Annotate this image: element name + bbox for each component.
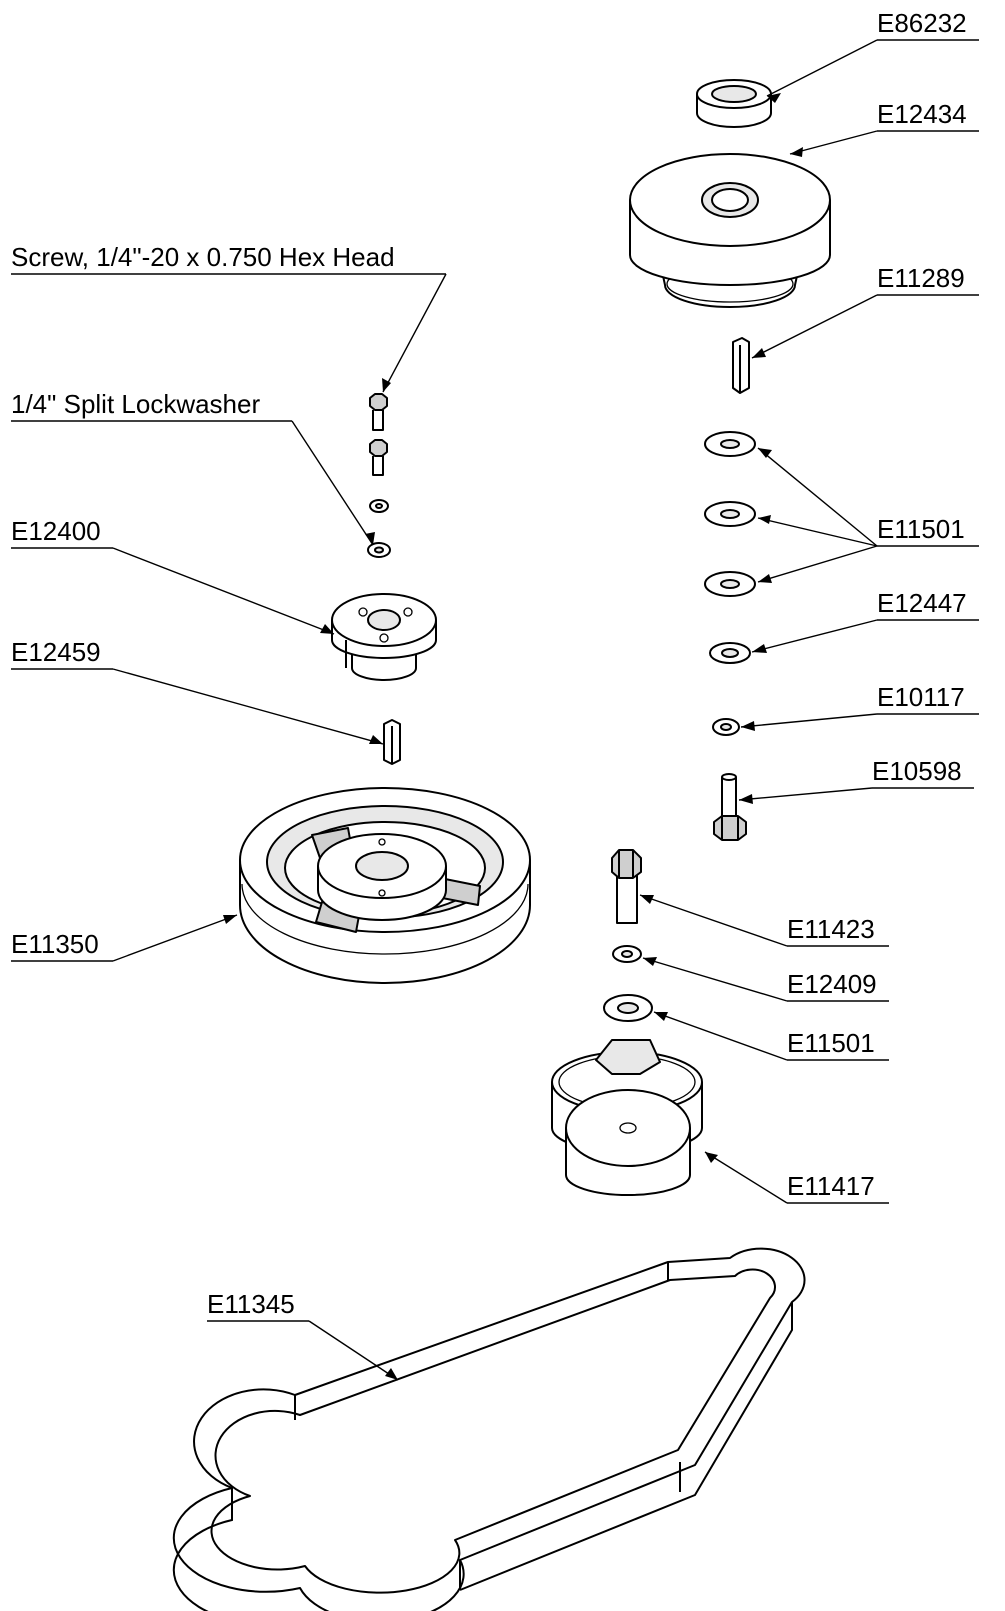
part-e12400-bushing	[331, 593, 437, 681]
label-e11501-a: E11501	[877, 514, 965, 544]
callout-e11417: E11417	[704, 1151, 889, 1204]
callout-e12447: E12447	[751, 588, 979, 653]
label-e11350: E11350	[11, 929, 99, 959]
part-e11289-key	[732, 337, 750, 394]
callout-e11345: E11345	[207, 1289, 399, 1381]
part-e12434-pulley	[629, 153, 831, 308]
part-e11345-belt	[172, 1247, 806, 1611]
part-e11501-washer-4	[603, 994, 653, 1022]
label-e12447: E12447	[877, 588, 967, 618]
part-screw-1	[369, 393, 388, 431]
callout-e11501-a: E11501	[757, 447, 979, 583]
callout-e11423: E11423	[639, 894, 889, 947]
label-screw: Screw, 1/4"-20 x 0.750 Hex Head	[11, 242, 395, 272]
part-e11423-bolt	[611, 849, 642, 924]
part-e11501-washer-1	[704, 431, 756, 457]
part-e11350-sheave	[239, 787, 531, 984]
part-e11501-washer-3	[704, 571, 756, 597]
label-e11423: E11423	[787, 914, 875, 944]
callout-screw: Screw, 1/4"-20 x 0.750 Hex Head	[11, 242, 447, 393]
part-lockwasher-2	[367, 542, 391, 558]
label-e10598: E10598	[872, 756, 962, 786]
label-e86232: E86232	[877, 8, 967, 38]
callout-e12409: E12409	[642, 957, 889, 1002]
label-lockwasher: 1/4" Split Lockwasher	[11, 389, 260, 419]
part-e11501-washer-2	[704, 501, 756, 527]
label-e11345: E11345	[207, 1289, 295, 1319]
callout-e10598: E10598	[738, 756, 974, 801]
part-e10598-bolt	[713, 773, 747, 841]
label-e11417: E11417	[787, 1171, 875, 1201]
callout-e11350: E11350	[11, 914, 238, 962]
label-e12434: E12434	[877, 99, 967, 129]
part-e10117-lockwasher	[712, 718, 740, 736]
callout-e12400: E12400	[11, 516, 335, 635]
label-e12409: E12409	[787, 969, 877, 999]
callout-e10117: E10117	[740, 682, 979, 728]
callout-e86232: E86232	[766, 8, 979, 97]
callout-e11289: E11289	[751, 263, 979, 359]
label-e11501-b: E11501	[787, 1028, 875, 1058]
label-e12459: E12459	[11, 637, 101, 667]
callout-lockwasher: 1/4" Split Lockwasher	[11, 389, 374, 546]
part-e12409-lockwasher	[612, 945, 642, 963]
label-e12400: E12400	[11, 516, 101, 546]
leader-arrowheads	[223, 93, 803, 1380]
callout-e11501-b: E11501	[653, 1011, 889, 1061]
part-e12459-key	[383, 719, 401, 765]
label-e10117: E10117	[877, 682, 965, 712]
part-lockwasher-1	[369, 499, 389, 513]
callout-e12434: E12434	[789, 99, 979, 155]
part-e12447-washer	[709, 642, 751, 664]
part-e11417-idler	[551, 1039, 703, 1196]
callout-e12459: E12459	[11, 637, 384, 745]
part-screw-2	[369, 439, 388, 476]
label-e11289: E11289	[877, 263, 965, 293]
part-e86232-bushing	[696, 79, 772, 128]
